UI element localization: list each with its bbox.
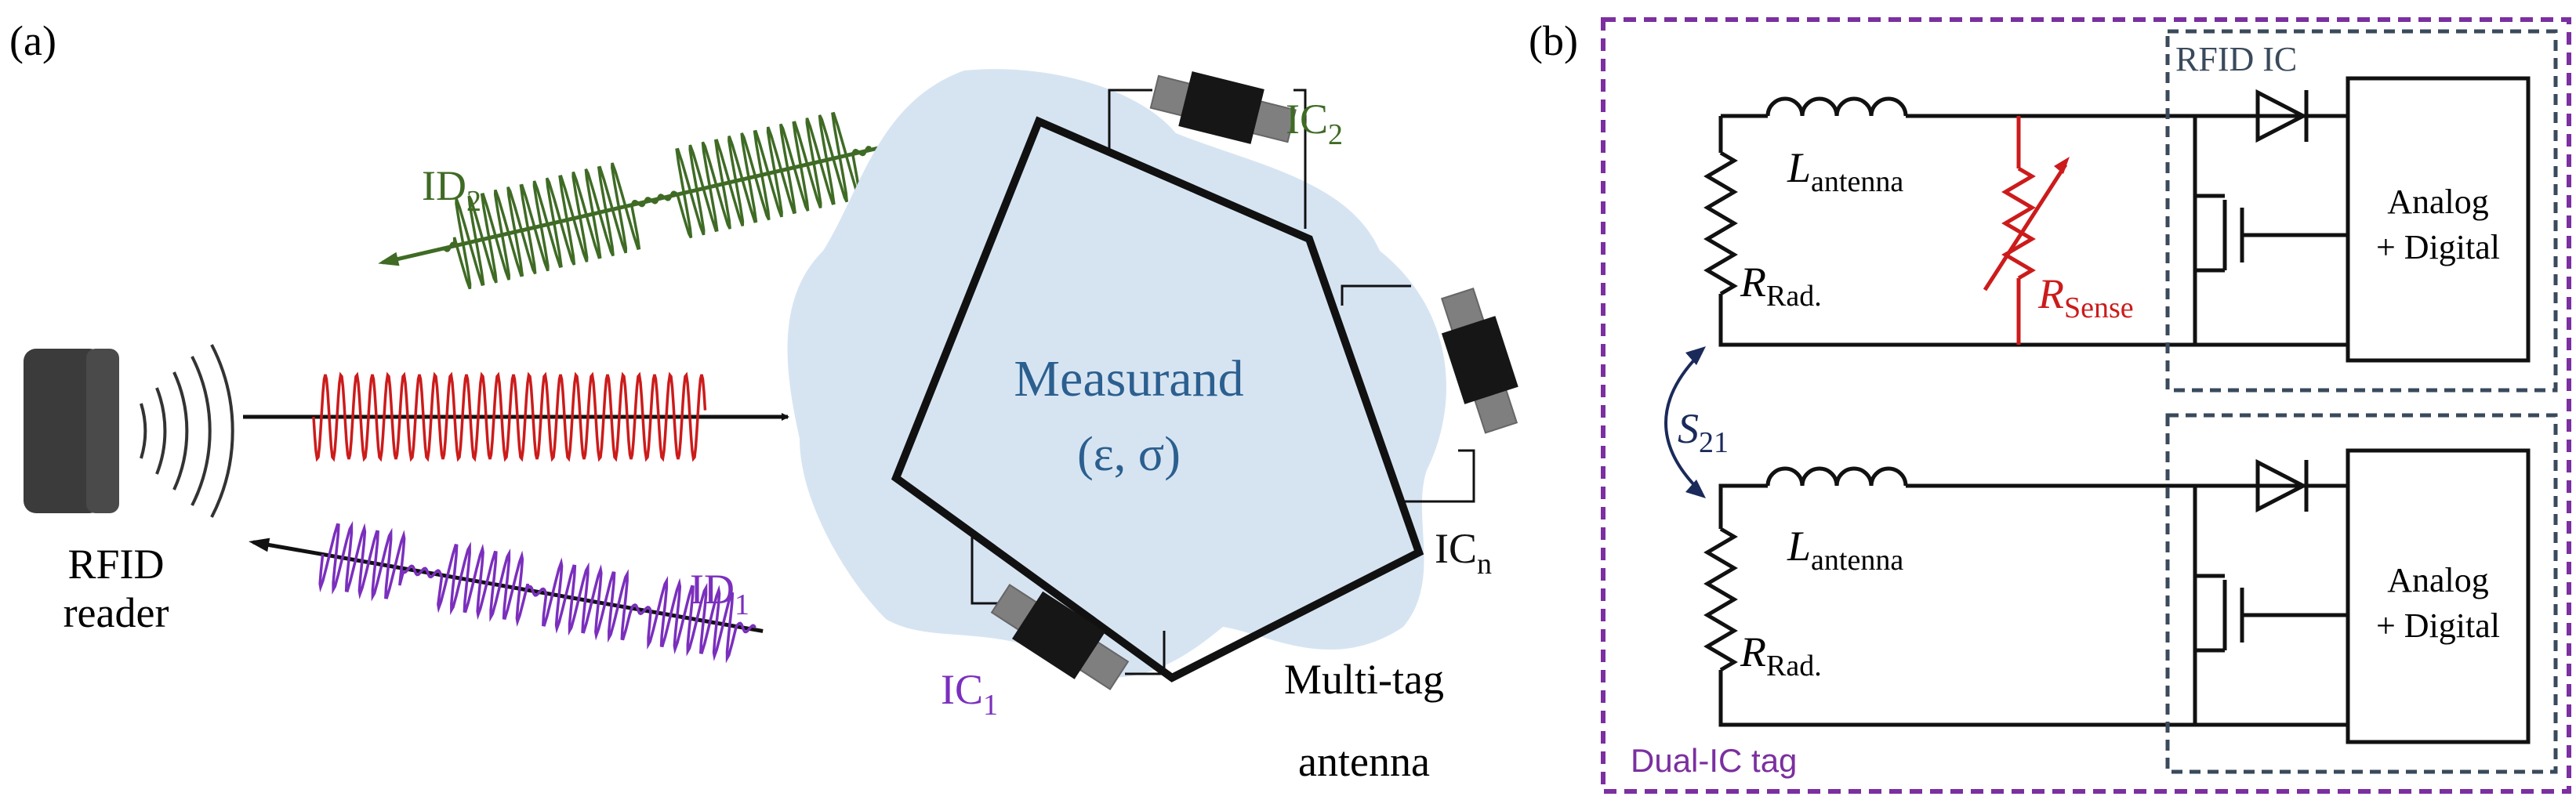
s21-arrowhead-bottom (1685, 480, 1706, 498)
r-rad-bottom-label: RRad. (1740, 628, 1822, 682)
dual-ic-tag-label: Dual-IC tag (1631, 742, 1797, 779)
l-antenna-top-label: Lantenna (1787, 144, 1903, 198)
top-circuit (1703, 96, 2348, 347)
rfid-ic-label: RFID IC (2175, 40, 2297, 78)
red-signal-wave (312, 371, 707, 462)
reader-label-line1: RFID (67, 541, 164, 588)
block-bottom-line2: + Digital (2376, 606, 2500, 645)
s21-coupling-arrow (1664, 351, 1703, 494)
reader-label-line2: reader (63, 589, 169, 636)
l-antenna-bottom-label: Lantenna (1787, 523, 1903, 577)
rfid-ic-box-bottom (2165, 413, 2558, 774)
measurand-region (787, 69, 1446, 678)
dual-ic-tag-box (1601, 17, 2571, 794)
id1-signal (249, 520, 764, 664)
rectifier-diode-top (2193, 89, 2348, 345)
r-sense-arrow (1983, 157, 2070, 291)
panel-b-label: (b) (1529, 17, 1578, 64)
analog-digital-block-top (2346, 76, 2531, 363)
antenna-label-line2: antenna (1298, 738, 1430, 785)
ic1-label: IC1 (941, 666, 998, 722)
panel-a-label: (a) (9, 17, 56, 64)
bottom-circuit (1703, 466, 2348, 727)
block-top-line1: Analog (2387, 183, 2489, 221)
measurand-label: Measurand (1014, 350, 1243, 407)
s21-arrowhead-top (1685, 346, 1706, 365)
multi-tag-antenna (891, 116, 1424, 682)
icn-chip (1341, 284, 1518, 503)
ic2-chip (1108, 71, 1307, 229)
measurand-params: (ε, σ) (1077, 428, 1181, 481)
s21-label: S21 (1678, 405, 1729, 459)
r-rad-top-label: RRad. (1740, 259, 1822, 313)
id2-label: ID2 (422, 162, 481, 218)
icn-label: ICn (1435, 525, 1492, 581)
antenna-label-line1: Multi-tag (1284, 656, 1444, 703)
block-bottom-line1: Analog (2387, 561, 2489, 599)
r-sense-label: RSense (2037, 270, 2134, 324)
block-top-line2: + Digital (2376, 228, 2500, 266)
analog-digital-block-bottom (2346, 448, 2531, 744)
id2-signal (378, 111, 895, 290)
ic1-chip (971, 533, 1166, 691)
rectifier-diode-bottom (2193, 458, 2348, 725)
rfid-reader-icon (24, 344, 234, 518)
ic2-label: IC2 (1286, 96, 1343, 151)
rfid-ic-box-top (2165, 29, 2558, 393)
id1-label: ID1 (690, 566, 749, 621)
